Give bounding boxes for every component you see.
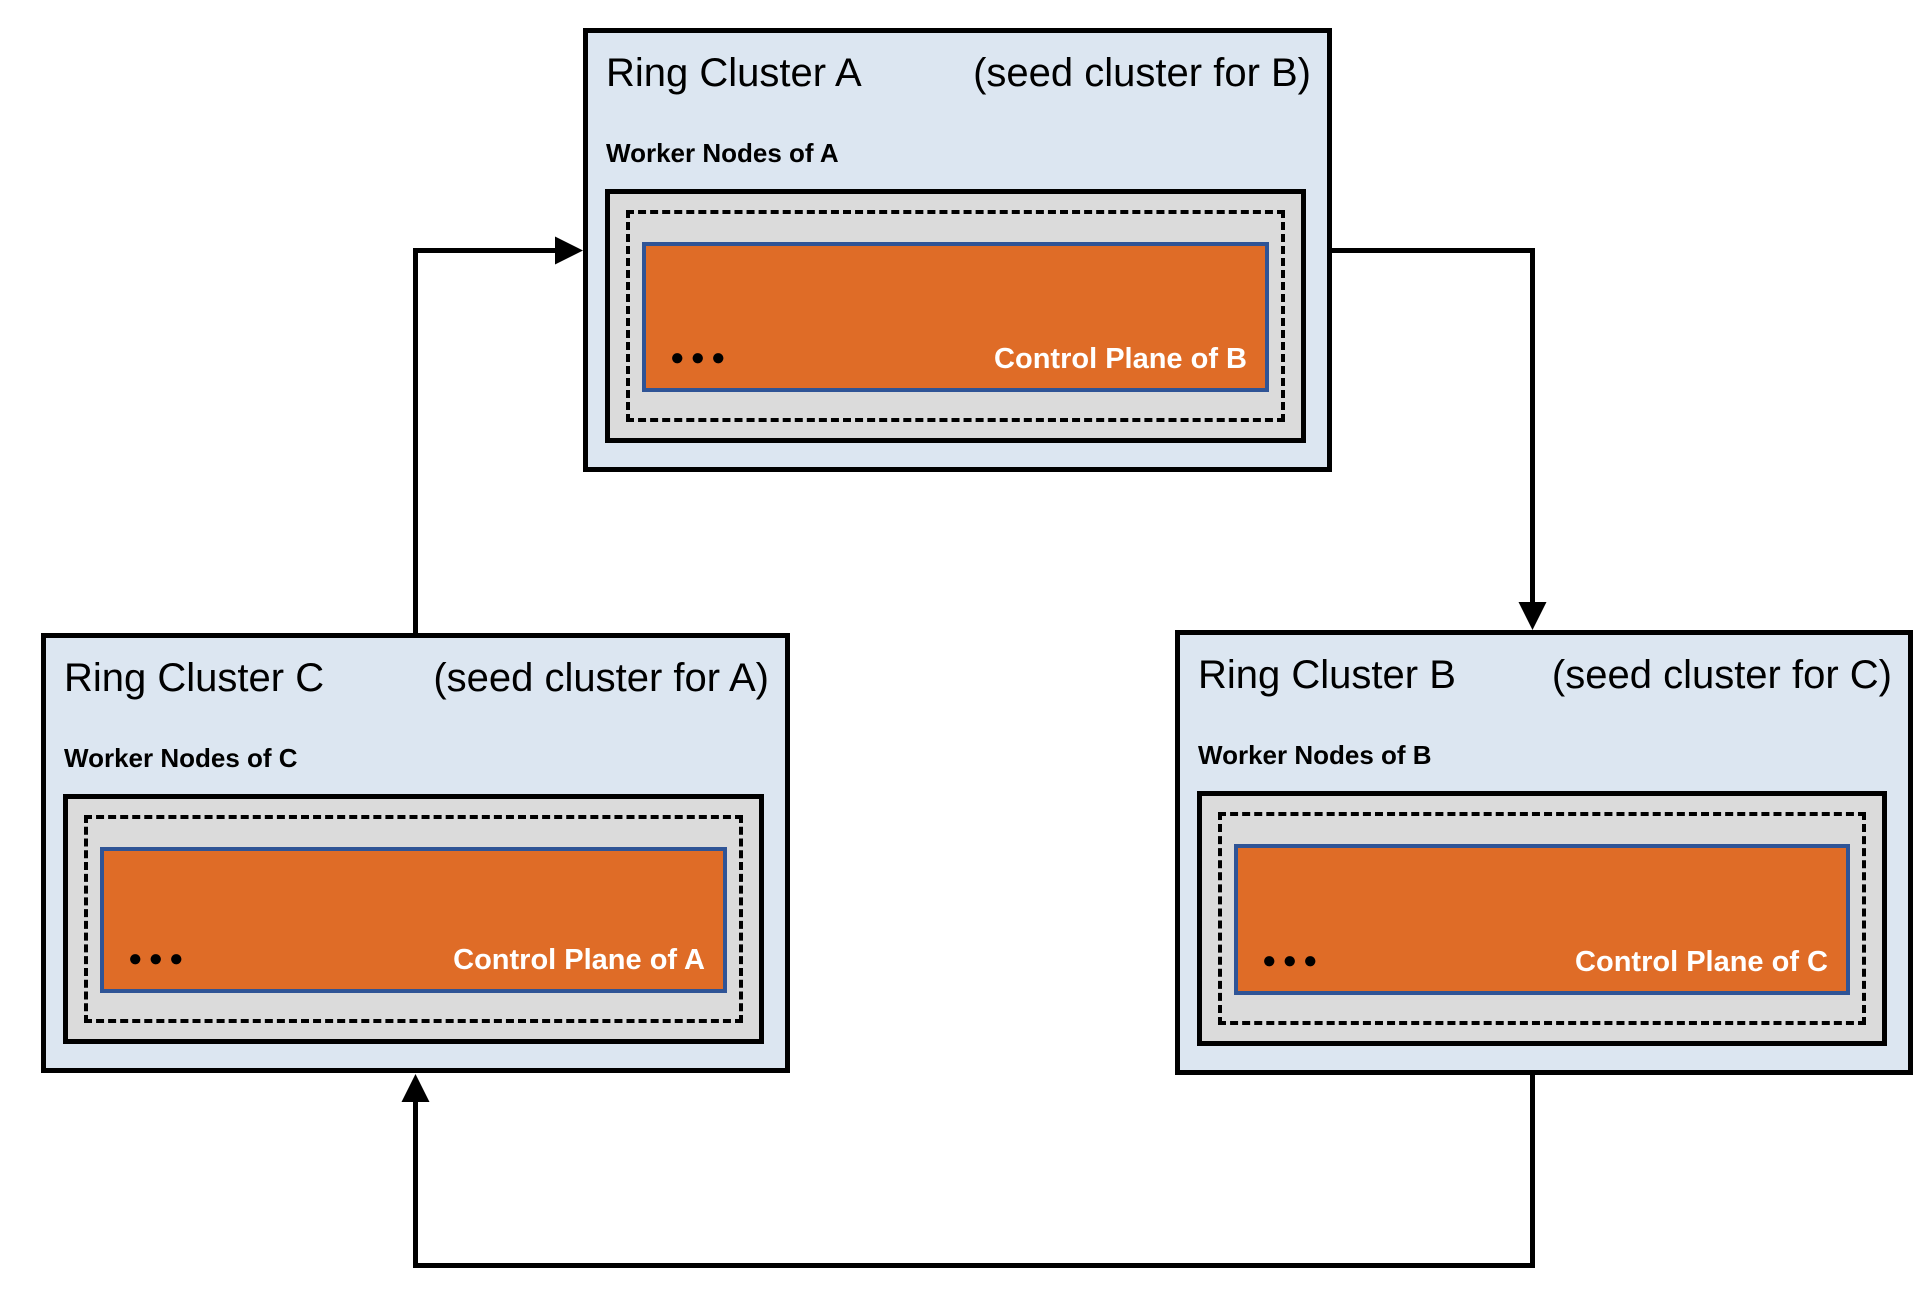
cluster-a-control-plane-box: ●●● Control Plane of B xyxy=(642,242,1269,392)
cluster-c-title: Ring Cluster C xyxy=(64,656,325,700)
ellipsis-dots: ●●● xyxy=(128,945,190,972)
arrow-b-to-c xyxy=(401,1074,1535,1268)
ring-cluster-c-box: Ring Cluster C (seed cluster for A) Work… xyxy=(41,633,790,1073)
cluster-b-control-plane-label: Control Plane of C xyxy=(1575,946,1828,979)
cluster-c-worker-nodes-box: ●●● Control Plane of A xyxy=(63,794,764,1044)
cluster-b-title: Ring Cluster B xyxy=(1198,653,1456,697)
cluster-b-seed-note: (seed cluster for C) xyxy=(1551,653,1892,697)
cluster-b-control-plane-box: ●●● Control Plane of C xyxy=(1234,844,1850,995)
cluster-b-worker-nodes-label: Worker Nodes of B xyxy=(1198,740,1432,770)
cluster-c-control-plane-label: Control Plane of A xyxy=(453,944,705,977)
cluster-a-worker-nodes-label: Worker Nodes of A xyxy=(606,138,839,168)
cluster-c-dashed-boundary: ●●● Control Plane of A xyxy=(84,815,743,1023)
cluster-a-title-row: Ring Cluster A (seed cluster for B) xyxy=(606,51,1311,95)
cluster-c-worker-nodes-label: Worker Nodes of C xyxy=(64,743,298,773)
cluster-c-seed-note: (seed cluster for A) xyxy=(433,656,769,700)
arrow-c-to-a xyxy=(413,236,583,635)
cluster-b-worker-nodes-box: ●●● Control Plane of C xyxy=(1197,791,1887,1046)
arrow-a-to-b xyxy=(1330,248,1547,630)
cluster-a-control-plane-label: Control Plane of B xyxy=(994,343,1247,376)
cluster-a-title: Ring Cluster A xyxy=(606,51,862,95)
cluster-b-title-row: Ring Cluster B (seed cluster for C) xyxy=(1198,653,1892,697)
ring-cluster-b-box: Ring Cluster B (seed cluster for C) Work… xyxy=(1175,630,1913,1075)
ellipsis-dots: ●●● xyxy=(1262,947,1324,974)
cluster-a-dashed-boundary: ●●● Control Plane of B xyxy=(626,210,1285,422)
cluster-b-dashed-boundary: ●●● Control Plane of C xyxy=(1218,812,1866,1025)
ring-cluster-a-box: Ring Cluster A (seed cluster for B) Work… xyxy=(583,28,1332,472)
cluster-c-title-row: Ring Cluster C (seed cluster for A) xyxy=(64,656,769,700)
ellipsis-dots: ●●● xyxy=(670,344,732,371)
cluster-a-worker-nodes-box: ●●● Control Plane of B xyxy=(605,189,1306,443)
cluster-a-seed-note: (seed cluster for B) xyxy=(973,51,1311,95)
cluster-c-control-plane-box: ●●● Control Plane of A xyxy=(100,847,727,993)
